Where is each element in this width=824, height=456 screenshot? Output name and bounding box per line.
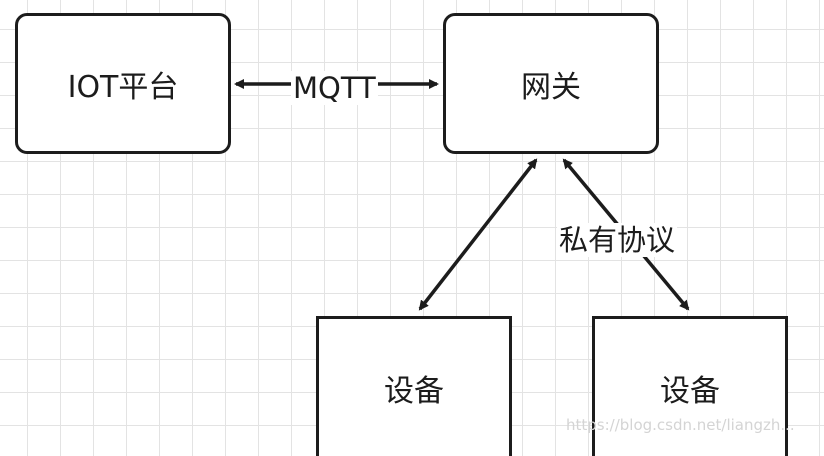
device-node-2: 设备 [592,316,788,456]
device-2-label: 设备 [660,373,720,409]
gateway-device1-connector [418,158,538,311]
private-protocol-edge-label: 私有协议 [557,223,678,257]
mqtt-edge-label: MQTT [291,71,378,105]
gateway-label: 网关 [521,69,581,105]
device-node-1: 设备 [316,316,512,456]
watermark-text: https://blog.csdn.net/liangzh... [566,416,795,434]
iot-platform-node: IOT平台 [15,13,231,154]
gateway-node: 网关 [443,13,659,154]
device-1-label: 设备 [384,373,444,409]
iot-platform-label: IOT平台 [67,69,179,105]
